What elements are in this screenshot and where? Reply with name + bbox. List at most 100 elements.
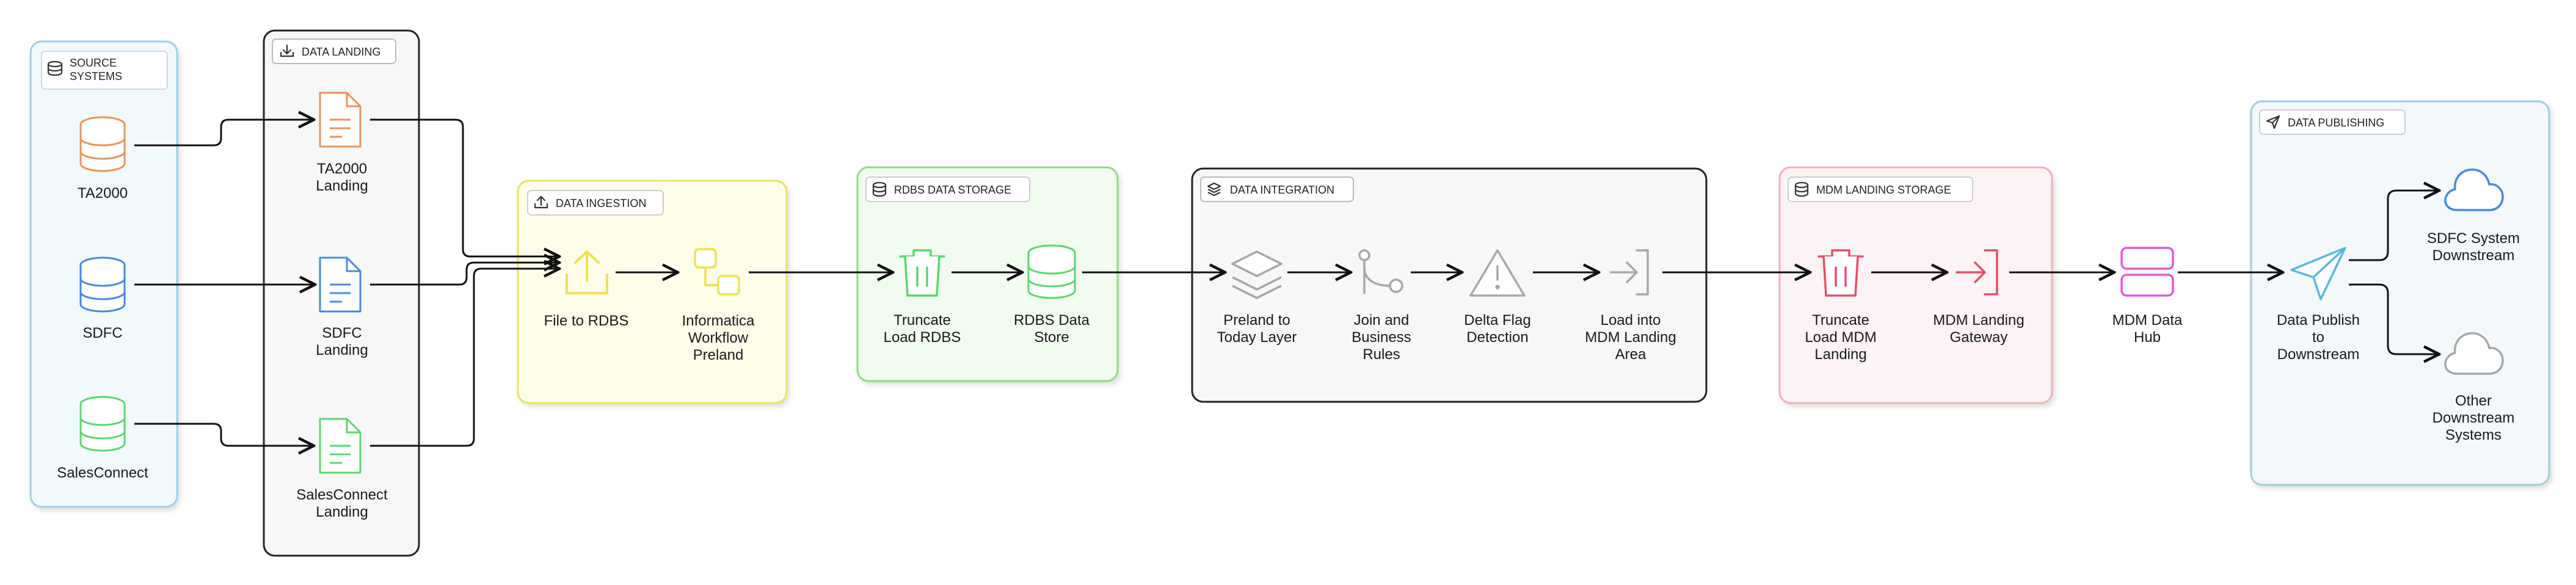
node-file-to-rdbs-label: File to RDBS xyxy=(544,313,629,329)
node-mdm-gateway-line1: MDM Landing xyxy=(1933,312,2024,329)
node-publish-line2: to xyxy=(2312,329,2324,346)
group-ingestion-title: DATA INGESTION xyxy=(556,197,646,209)
node-mdm-hub-line1: MDM Data xyxy=(2112,312,2183,329)
node-file-to-rdbs: File to RDBS xyxy=(544,250,629,329)
database-icon xyxy=(79,256,126,313)
node-sdfc-landing-line1: SDFC xyxy=(322,325,362,341)
group-data-ingestion-box xyxy=(517,180,788,404)
node-ta2000-landing-line1: TA2000 xyxy=(317,161,367,177)
node-load-mdm-line1: Load into xyxy=(1601,312,1661,329)
node-load-mdm-line2: MDM Landing xyxy=(1585,329,1676,346)
node-delta-flag-line1: Delta Flag xyxy=(1464,312,1530,329)
node-informatica-line3: Preland xyxy=(693,347,744,363)
edge-ta2000-to-landing xyxy=(134,120,314,147)
group-mdm-title-box xyxy=(1788,176,1973,202)
group-publishing-title: DATA PUBLISHING xyxy=(2288,117,2384,129)
workflow-icon xyxy=(694,248,740,296)
group-publishing-title-box xyxy=(2259,109,2406,135)
node-ta2000-landing-line2: Landing xyxy=(316,178,368,194)
edge-sdfc-landing-to-file-rdbs xyxy=(370,263,559,286)
node-publish-line3: Downstream xyxy=(2277,346,2360,363)
node-sdfc-downstream-line2: Downstream xyxy=(2432,247,2515,264)
node-other-downstream-line1: Other xyxy=(2455,393,2492,409)
node-load-mdm-line3: Area xyxy=(1615,346,1646,363)
node-mdm-gateway-line2: Gateway xyxy=(1950,329,2008,346)
group-data-integration: DATA INTEGRATION xyxy=(1191,167,1708,403)
node-load-mdm-area: Load into MDM Landing Area xyxy=(1585,249,1676,363)
database-icon xyxy=(872,181,887,197)
node-other-downstream: Other Downstream Systems xyxy=(2432,332,2514,443)
edge-salesconnect-landing-to-file-rdbs xyxy=(370,269,559,447)
node-informatica-line2: Workflow xyxy=(688,330,749,346)
node-preland-today-line2: Today Layer xyxy=(1217,329,1297,346)
edge-ta2000-landing-to-file-rdbs xyxy=(370,118,559,256)
file-icon xyxy=(319,92,362,148)
group-integration-title-box xyxy=(1200,176,1354,202)
upload-icon xyxy=(566,250,608,294)
layers-icon xyxy=(1231,250,1283,299)
group-data-integration-box xyxy=(1191,167,1708,403)
file-icon xyxy=(319,418,362,474)
group-data-publishing-box xyxy=(2250,100,2550,486)
git-merge-icon xyxy=(1358,249,1403,294)
node-salesconnect-landing: SalesConnect Landing xyxy=(296,418,388,520)
node-join-rules: Join and Business Rules xyxy=(1352,249,1411,363)
node-truncate-mdm-line2: Load MDM xyxy=(1805,329,1876,346)
edge-salesconnect-to-landing xyxy=(134,423,314,446)
edge-publish-to-other-downstream xyxy=(2349,283,2439,354)
node-sdfc-landing-line2: Landing xyxy=(316,342,368,358)
group-mdm-title: MDM LANDING STORAGE xyxy=(1816,184,1951,196)
node-rdbs-store-line1: RDBS Data xyxy=(1014,312,1090,329)
node-delta-flag-line2: Detection xyxy=(1466,329,1528,346)
group-data-publishing: DATA PUBLISHING xyxy=(2250,100,2550,486)
group-mdm-storage-box xyxy=(1778,166,2053,404)
upload-icon xyxy=(534,195,548,209)
group-source-title-line2: SYSTEMS xyxy=(70,70,122,82)
trash-icon xyxy=(899,249,945,297)
group-source-systems-title-box xyxy=(41,51,168,90)
node-truncate-mdm-line3: Landing xyxy=(1814,346,1866,363)
trash-icon xyxy=(1817,249,1864,297)
group-data-ingestion-title-box xyxy=(527,190,664,216)
group-landing-title: DATA LANDING xyxy=(302,46,380,58)
node-truncate-rdbs-line1: Truncate xyxy=(893,312,951,329)
node-informatica-line1: Informatica xyxy=(682,313,755,329)
node-join-rules-line1: Join and xyxy=(1354,312,1410,329)
node-mdm-gateway: MDM Landing Gateway xyxy=(1933,249,2025,346)
node-join-rules-line2: Business xyxy=(1352,329,1411,346)
database-icon xyxy=(47,60,63,76)
group-rdbs-storage: RDBS DATA STORAGE xyxy=(856,166,1119,382)
node-rdbs-store-line2: Store xyxy=(1034,329,1069,346)
node-preland-today: Preland to Today Layer xyxy=(1217,250,1297,346)
node-delta-flag: Delta Flag Detection xyxy=(1464,249,1531,346)
node-other-downstream-line3: Systems xyxy=(2445,427,2501,443)
node-publish: Data Publish to Downstream xyxy=(2277,247,2360,363)
node-truncate-rdbs-line2: Load RDBS xyxy=(884,329,961,346)
node-truncate-mdm: Truncate Load MDM Landing xyxy=(1805,249,1877,363)
node-mdm-hub: MDM Data Hub xyxy=(2112,247,2183,346)
file-icon xyxy=(319,256,362,313)
group-data-landing-title-box xyxy=(272,38,396,64)
group-rdbs-storage-box xyxy=(856,166,1119,382)
node-sdfc: SDFC xyxy=(79,256,126,341)
node-sdfc-downstream-line1: SDFC System xyxy=(2427,230,2520,247)
node-ta2000: TA2000 xyxy=(78,116,128,202)
send-icon xyxy=(2266,115,2280,129)
group-mdm-storage: MDM LANDING STORAGE xyxy=(1778,166,2053,404)
group-source-title-line1: SOURCE xyxy=(70,57,117,69)
edges xyxy=(134,120,2439,446)
group-rdbs-title-box xyxy=(865,176,1030,202)
node-salesconnect-label: SalesConnect xyxy=(57,465,148,481)
database-icon xyxy=(1794,181,1809,197)
login-icon xyxy=(1956,249,1998,296)
group-integration-title: DATA INTEGRATION xyxy=(1230,184,1334,196)
cloud-icon xyxy=(2444,332,2504,375)
edge-publish-to-sdfc-downstream xyxy=(2349,191,2439,261)
node-preland-today-line1: Preland to xyxy=(1223,312,1290,329)
node-join-rules-line3: Rules xyxy=(1363,346,1400,363)
node-sdfc-label: SDFC xyxy=(82,325,122,341)
node-publish-line1: Data Publish xyxy=(2277,312,2360,329)
group-data-ingestion: DATA INGESTION xyxy=(517,180,788,404)
database-icon xyxy=(79,116,126,172)
